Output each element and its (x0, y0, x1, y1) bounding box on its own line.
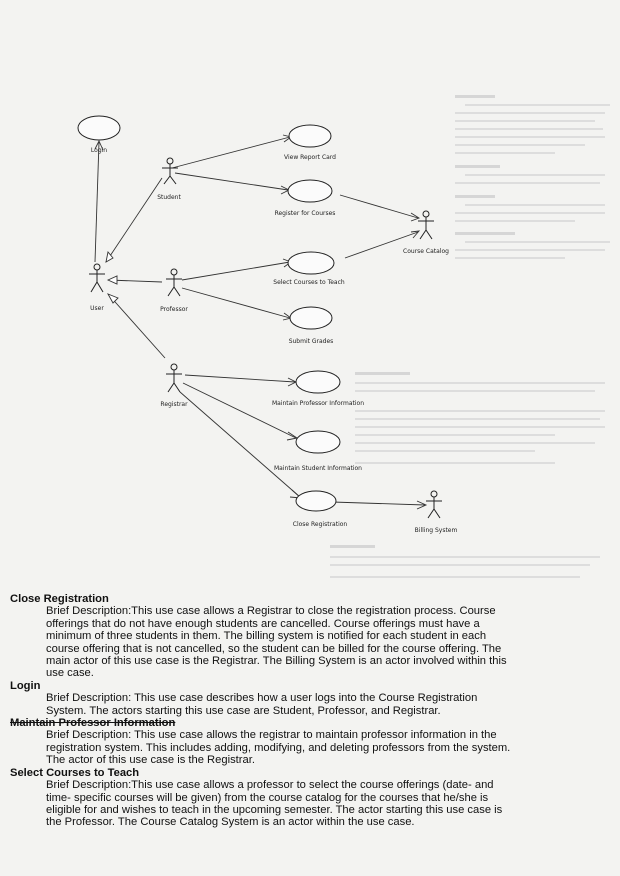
use-case-maintain-professor: Maintain Professor Information (272, 370, 364, 407)
entry-description: Brief Description: This use case allows … (46, 729, 511, 767)
actor-user: User (89, 263, 105, 312)
student-label: Student (157, 194, 181, 201)
billing-system-label: Billing System (415, 527, 458, 534)
view-report-card-label: View Report Card (284, 154, 336, 161)
background-text (330, 95, 610, 578)
actor-registrar: Registrar (160, 363, 188, 408)
user-label: User (90, 305, 104, 312)
registrar-label: Registrar (160, 401, 188, 408)
entry-maintain-professor: Maintain Professor Information Brief Des… (10, 717, 515, 767)
entry-title: Login (10, 679, 41, 692)
login-label: Login (91, 147, 107, 154)
actor-professor: Professor (160, 268, 188, 313)
use-case-descriptions: Close Registration Brief Description:Thi… (10, 593, 515, 829)
course-catalog-label: Course Catalog (403, 248, 449, 255)
use-case-view-report-card: View Report Card (284, 124, 336, 161)
entry-select-courses: Select Courses to Teach Brief Descriptio… (10, 767, 515, 829)
actor-course-catalog: Course Catalog (403, 210, 449, 255)
entry-description: Brief Description:This use case allows a… (46, 605, 507, 680)
use-case-diagram: Login View Report Card Register for Cour… (77, 95, 610, 578)
select-courses-label: Select Courses to Teach (273, 279, 345, 286)
submit-grades-label: Submit Grades (289, 338, 334, 345)
entry-description: Brief Description: This use case describ… (46, 692, 478, 717)
register-courses-label: Register for Courses (275, 210, 336, 217)
entry-description: Brief Description:This use case allows a… (46, 779, 503, 829)
use-case-select-courses: Select Courses to Teach (273, 251, 345, 286)
entry-title: Select Courses to Teach (10, 766, 140, 779)
actor-student: Student (157, 157, 181, 201)
maintain-student-label: Maintain Student Information (274, 465, 362, 472)
association-lines (94, 136, 426, 506)
use-case-submit-grades: Submit Grades (289, 306, 334, 345)
use-case-close-registration: Close Registration (293, 490, 348, 528)
entry-login: Login Brief Description: This use case d… (10, 680, 515, 717)
entry-title: Maintain Professor Information (10, 717, 176, 730)
use-case-maintain-student: Maintain Student Information (274, 430, 362, 472)
maintain-professor-label: Maintain Professor Information (272, 400, 364, 407)
use-case-register-courses: Register for Courses (275, 179, 336, 217)
entry-title: Close Registration (10, 593, 109, 605)
use-case-login: Login (77, 115, 121, 154)
professor-label: Professor (160, 306, 188, 313)
arrowheads (94, 134, 428, 510)
actor-billing-system: Billing System (415, 490, 458, 534)
entry-close-registration: Close Registration Brief Description:Thi… (10, 593, 515, 680)
close-registration-label: Close Registration (293, 521, 348, 528)
